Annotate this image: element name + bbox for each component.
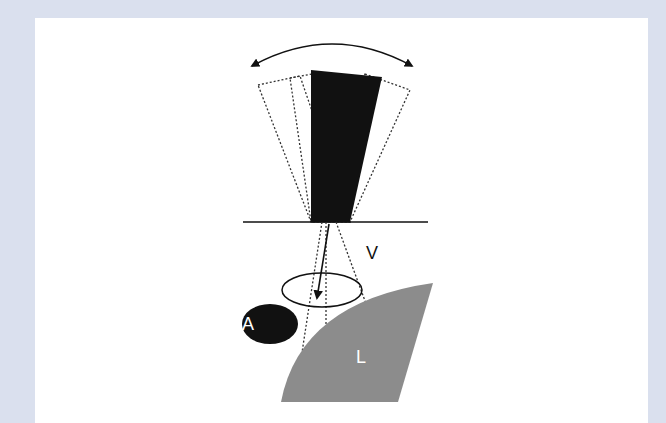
- organ-shape: L: [280, 282, 434, 402]
- ultrasound-probe: [311, 70, 382, 222]
- artery-ellipse: A: [242, 304, 298, 344]
- organ-shape-outline: [280, 282, 434, 402]
- skin-line: [243, 221, 428, 223]
- shape-label: L: [356, 348, 366, 366]
- rocking-arrow: [252, 44, 412, 66]
- beam-arrow: [317, 224, 329, 298]
- shape-label: V: [366, 244, 378, 262]
- shape-label: A: [242, 315, 254, 333]
